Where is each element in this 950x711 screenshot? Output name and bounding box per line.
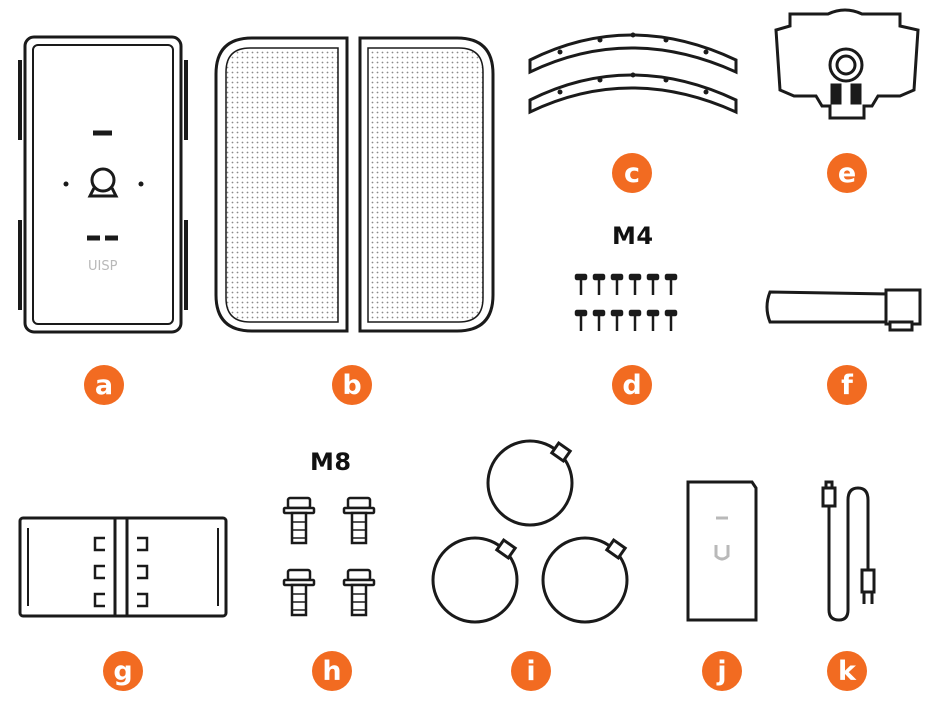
uisp-logo: UISP [88,259,118,274]
item-badge-e: e [827,153,867,193]
poe-adapter-icon [686,480,758,622]
item-badge-g: g [103,651,143,691]
power-cord-icon [821,480,876,622]
item-badge-h: h [312,651,352,691]
item-badge-i: i [511,651,551,691]
feed-horn-bracket-icon [774,8,920,120]
wall-mount-plate-icon [18,35,188,334]
item-badge-c: c [612,153,652,193]
m8-label: M8 [310,448,352,476]
item-badge-a: a [84,365,124,405]
item-badge-k: k [827,651,867,691]
item-badge-d: d [612,365,652,405]
screw-icon [574,273,678,333]
feed-arm-icon [765,288,922,332]
bolt-icon [282,496,376,617]
item-badge-b: b [332,365,372,405]
item-badge-j: j [702,651,742,691]
reflector-panel-icon [214,36,495,333]
m4-label: M4 [612,222,654,250]
arc-bracket-icon [528,32,738,115]
hose-clamp-icon [431,439,629,624]
clamp-bracket-icon [18,516,228,618]
item-badge-f: f [827,365,867,405]
